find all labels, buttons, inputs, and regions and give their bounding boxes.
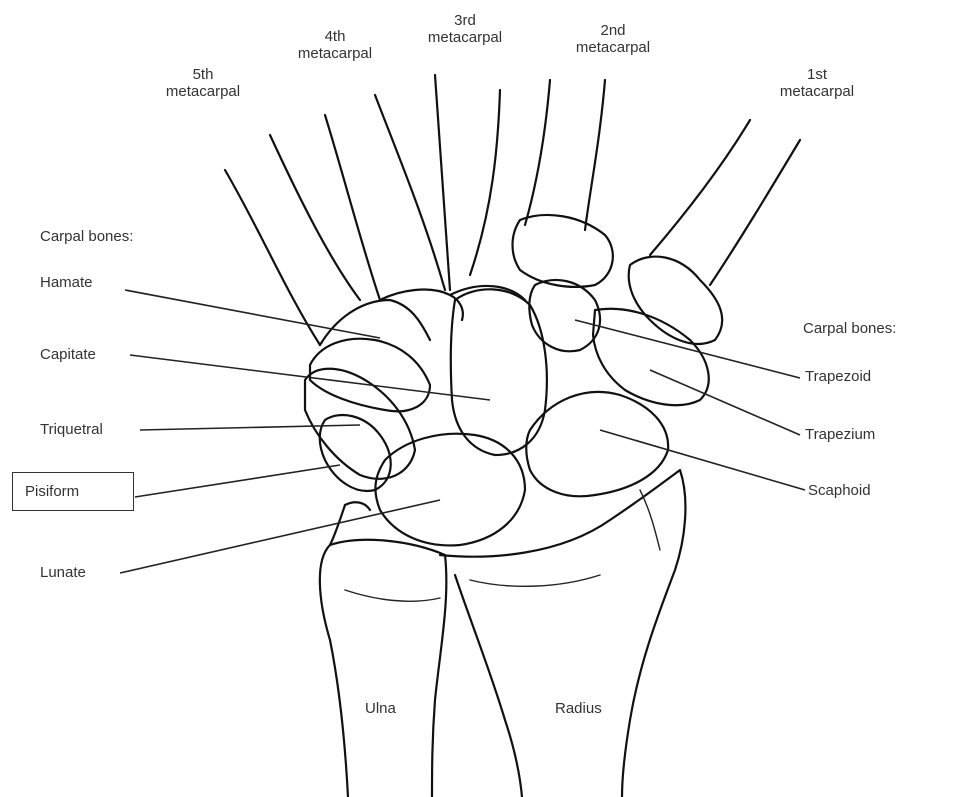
lunate-bone bbox=[375, 434, 525, 546]
label-ulna: Ulna bbox=[365, 700, 396, 717]
metacarpal-5-shaft-left bbox=[225, 170, 320, 345]
metacarpal-4-shaft-right bbox=[375, 95, 445, 290]
label-4th-metacarpal-text: 4th metacarpal bbox=[270, 28, 400, 62]
hamate-leader bbox=[125, 290, 380, 338]
label-triquetral: Triquetral bbox=[40, 421, 103, 438]
hamate-bone bbox=[310, 339, 430, 412]
label-lunate: Lunate bbox=[40, 564, 86, 581]
ulna-styloid bbox=[345, 502, 370, 510]
metacarpal-1-shaft-left bbox=[650, 120, 750, 255]
label-1st-metacarpal: 1st metacarpal bbox=[752, 66, 882, 100]
triquetral-leader bbox=[140, 425, 360, 430]
metacarpal-5-shaft-right bbox=[270, 135, 360, 300]
label-carpal-bones-right: Carpal bones: bbox=[803, 320, 896, 337]
label-5th-metacarpal-text: 5th metacarpal bbox=[138, 66, 268, 100]
label-1st-metacarpal-text: 1st metacarpal bbox=[752, 66, 882, 100]
ulna-head-line bbox=[345, 590, 440, 601]
metacarpal-5-base bbox=[320, 300, 430, 345]
label-carpal-bones-left: Carpal bones: bbox=[40, 228, 133, 245]
trapezoid-leader bbox=[575, 320, 800, 378]
metacarpal-2-shaft-left bbox=[525, 80, 550, 225]
trapezoid-bone bbox=[529, 280, 600, 351]
metacarpal-4-shaft-left bbox=[325, 115, 380, 300]
lunate-leader bbox=[120, 500, 440, 573]
capitate-leader bbox=[130, 355, 490, 400]
label-4th-metacarpal: 4th metacarpal bbox=[270, 28, 400, 62]
label-pisiform-text: Pisiform bbox=[25, 483, 79, 500]
triquetral-bone bbox=[305, 369, 415, 479]
metacarpal-2-base bbox=[513, 215, 613, 287]
pisiform-leader bbox=[135, 465, 340, 497]
label-5th-metacarpal: 5th metacarpal bbox=[138, 66, 268, 100]
label-2nd-metacarpal-text: 2nd metacarpal bbox=[548, 22, 678, 56]
label-2nd-metacarpal: 2nd metacarpal bbox=[548, 22, 678, 56]
label-hamate: Hamate bbox=[40, 274, 93, 291]
label-radius: Radius bbox=[555, 700, 602, 717]
radius-articular-line bbox=[470, 575, 600, 586]
metacarpal-1-base bbox=[629, 257, 723, 344]
trapezium-leader bbox=[650, 370, 800, 435]
label-capitate: Capitate bbox=[40, 346, 96, 363]
label-trapezoid: Trapezoid bbox=[805, 368, 871, 385]
capitate-bone bbox=[451, 289, 547, 455]
label-3rd-metacarpal-text: 3rd metacarpal bbox=[400, 12, 530, 46]
metacarpal-3-shaft-right bbox=[470, 90, 500, 275]
radius-outer-edge bbox=[440, 470, 685, 797]
label-3rd-metacarpal: 3rd metacarpal bbox=[400, 12, 530, 46]
scaphoid-leader bbox=[600, 430, 805, 490]
radius-inner-edge bbox=[455, 575, 522, 797]
forearm-bones bbox=[320, 470, 686, 797]
metacarpal-bases bbox=[320, 215, 722, 345]
ulna-right-edge bbox=[330, 540, 446, 797]
radius-styloid-line bbox=[640, 490, 660, 550]
metacarpal-3-shaft-left bbox=[435, 75, 450, 290]
label-pisiform: Pisiform bbox=[12, 472, 134, 511]
label-trapezium: Trapezium bbox=[805, 426, 875, 443]
trapezium-bone bbox=[593, 309, 709, 405]
metacarpal-2-shaft-right bbox=[585, 80, 605, 230]
metacarpal-shafts bbox=[225, 75, 800, 345]
label-scaphoid: Scaphoid bbox=[808, 482, 871, 499]
ulna-left-edge bbox=[320, 505, 348, 797]
